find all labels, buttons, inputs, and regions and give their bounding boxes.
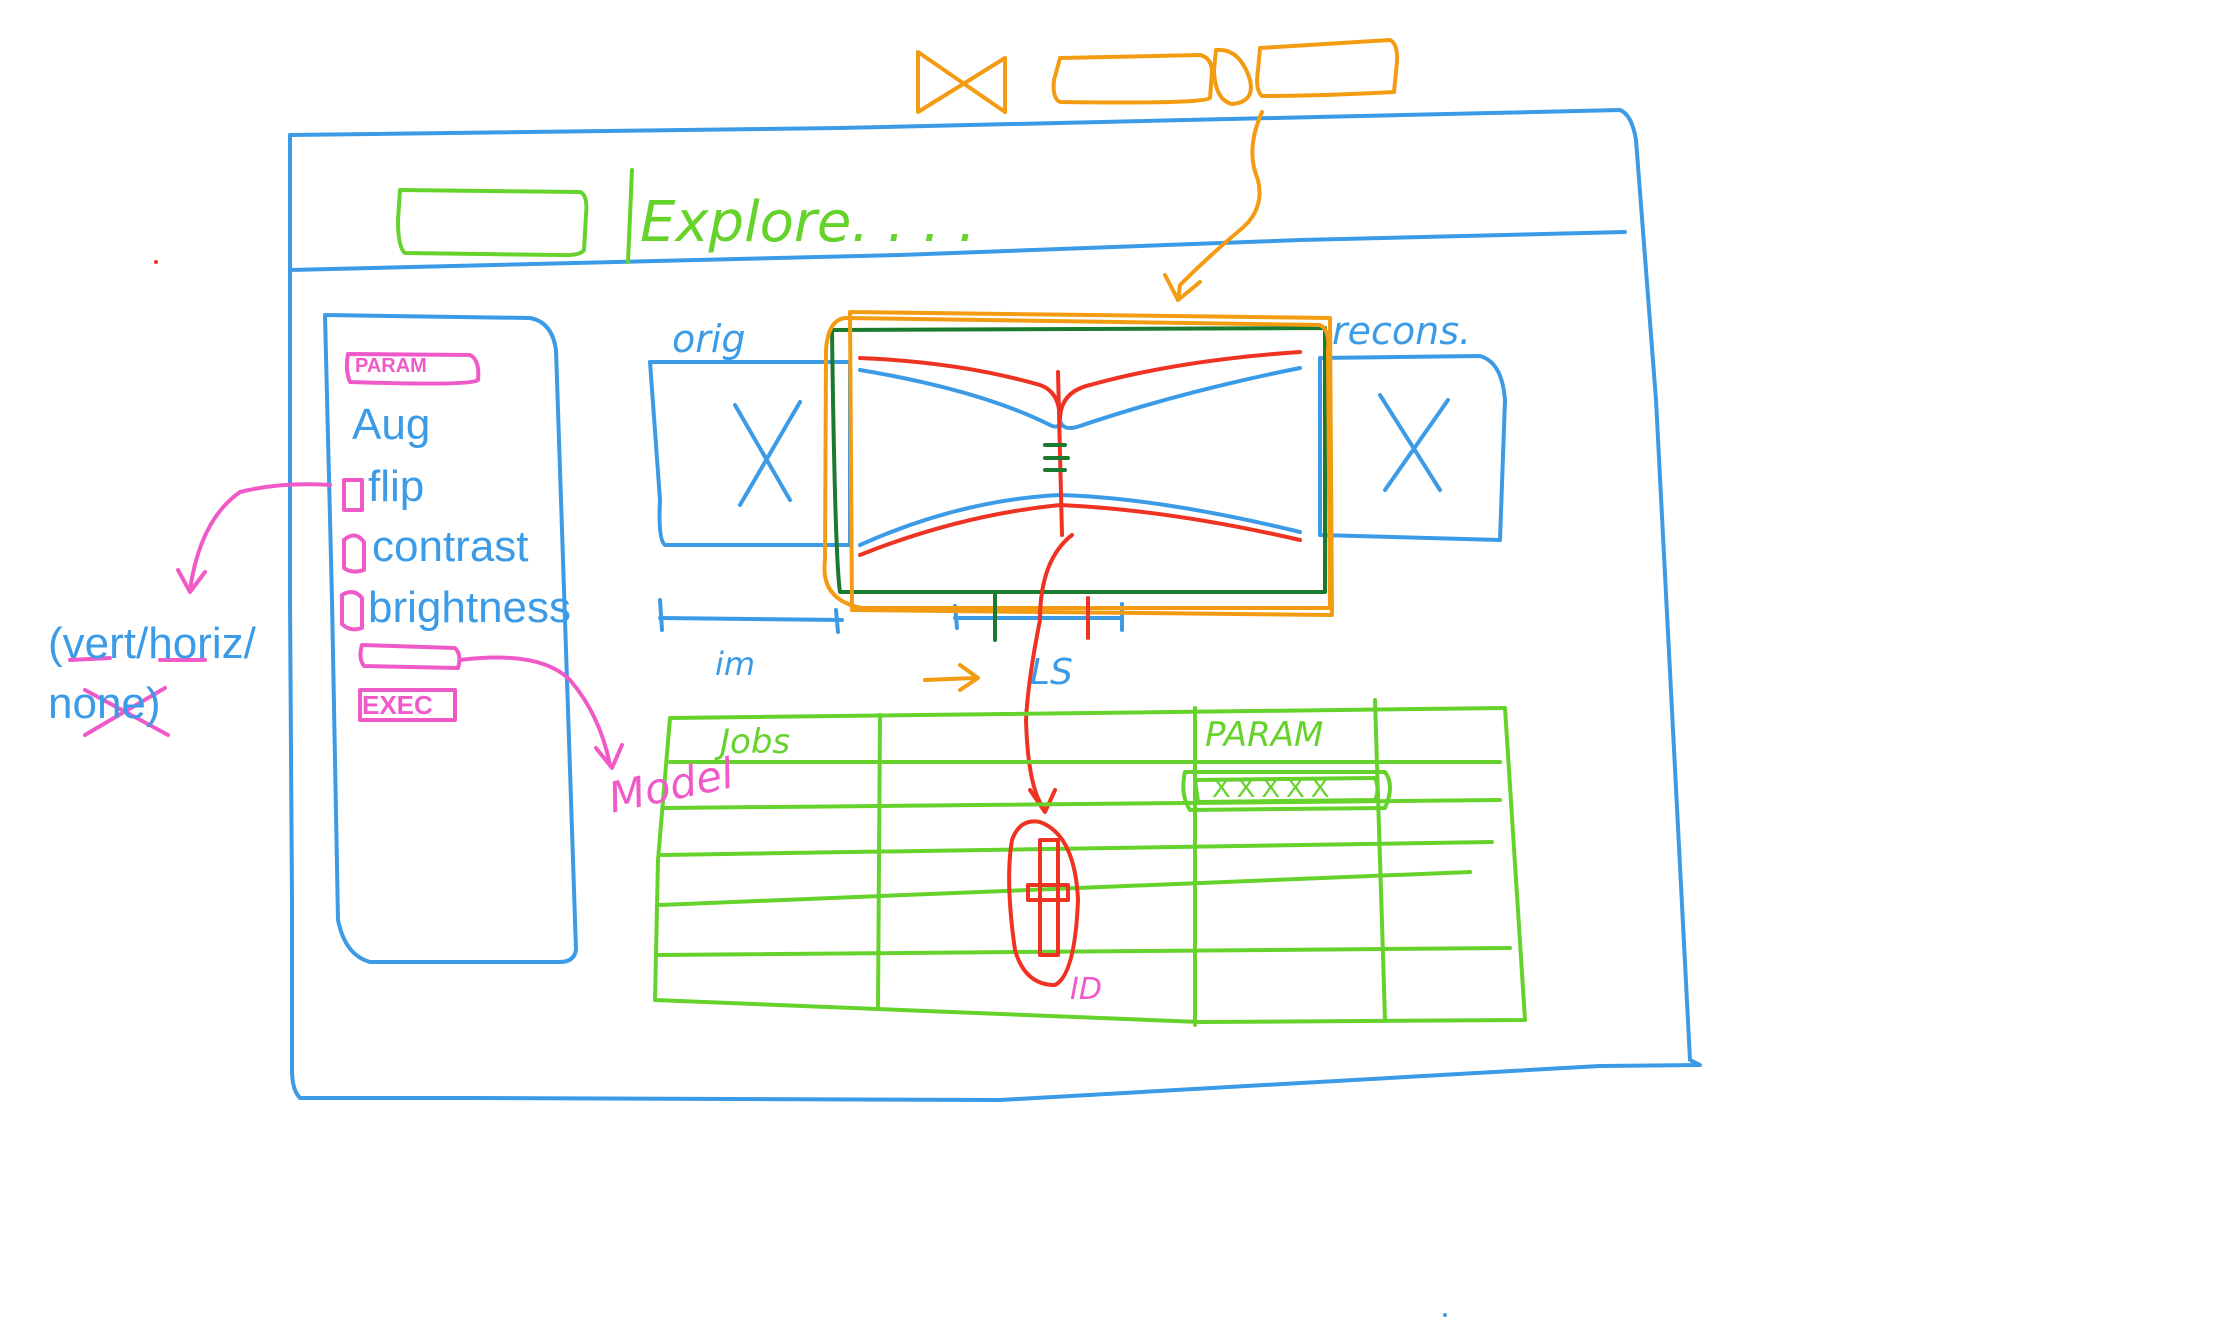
param-button[interactable]: PARAM: [355, 355, 427, 377]
sidebar-controls: [68, 352, 624, 770]
contrast-option-label[interactable]: contrast: [372, 522, 529, 571]
im-axis-label: im: [715, 645, 756, 683]
table-col-divider: [1373, 698, 1387, 1022]
top-widgets: [916, 38, 1400, 302]
flip-checkbox: [342, 478, 364, 512]
model-annotation-arrowhead: [594, 743, 624, 770]
table-outline: [653, 706, 1527, 1024]
slider-handle: [1212, 47, 1253, 106]
jobs-table: [653, 698, 1527, 1027]
job-id-note: ID: [1070, 972, 1102, 1007]
table-row-line: [658, 870, 1472, 907]
recons-label: recons.: [1332, 309, 1472, 353]
connector-arrowhead: [1163, 273, 1202, 302]
header-logo-box: [396, 188, 589, 258]
header-divider: [288, 230, 1627, 272]
app-window: [288, 108, 1702, 1102]
axis-lines: [658, 598, 1124, 634]
brightness-option-label[interactable]: brightness: [368, 583, 572, 632]
param-cell-value[interactable]: XXXXX: [1212, 772, 1336, 803]
secondary-widget: [1255, 38, 1400, 98]
flip-note-line1: (vert/horiz/: [48, 619, 256, 668]
table-row-line: [660, 840, 1494, 857]
exec-button-outline: [358, 688, 457, 722]
ls-axis-label: LS: [1030, 652, 1073, 693]
header-title: Explore. . . .: [640, 190, 976, 255]
header-divider-line: [626, 168, 634, 264]
model-annotation-arrow: [458, 655, 612, 767]
orig-image: [648, 360, 852, 547]
recons-placeholder-x-icon: [1378, 393, 1442, 492]
contrast-checkbox: [342, 533, 366, 574]
hourglass-widget-icon: [916, 50, 1007, 114]
latent-to-table-arrow: [1024, 533, 1074, 812]
orig-placeholder-x-icon: [733, 403, 792, 502]
slider-widget: [1051, 53, 1214, 105]
flip-option-label[interactable]: flip: [368, 462, 425, 511]
aug-section-title: Aug: [352, 400, 431, 449]
sidebar-panel: [323, 313, 578, 964]
recons-image: [1318, 354, 1507, 542]
param-button-outline: [344, 352, 481, 386]
connector-arrow: [1176, 110, 1264, 302]
brightness-checkbox: [340, 590, 364, 632]
exec-field-box: [358, 643, 462, 670]
table-col-divider: [876, 713, 882, 1010]
flip-annotation-arrowhead: [176, 568, 207, 594]
none-underline: [68, 656, 112, 662]
job-id-selector: [1007, 819, 1080, 987]
none-strike-2: [83, 686, 167, 737]
im-axis: [658, 616, 844, 622]
param-cell-highlight: [1181, 770, 1392, 812]
exec-button[interactable]: EXEC: [362, 690, 433, 720]
table-header-param: PARAM: [1205, 715, 1324, 755]
flip-annotation-arrow: [188, 482, 332, 592]
table-header-jobs: Jobs: [720, 722, 791, 762]
flip-note-line2: none): [48, 679, 161, 728]
latent-space-panel: [822, 310, 1334, 814]
orig-label: orig: [672, 317, 746, 361]
header-bar: [396, 168, 634, 264]
table-row-line: [656, 946, 1512, 957]
